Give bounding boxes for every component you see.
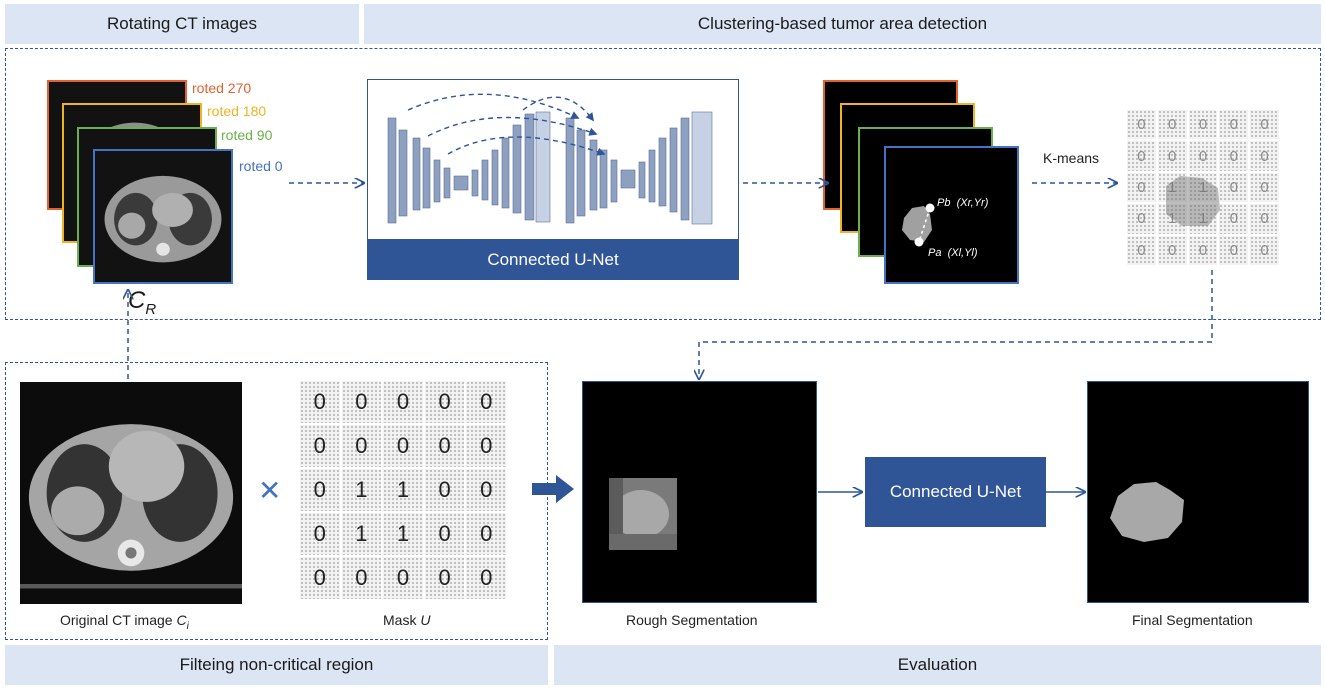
grid-cell: 0 [424,513,465,555]
grid-cell: 1 [341,469,382,511]
grid-cell: 0 [1219,141,1249,171]
unet-architecture-icon [387,93,713,225]
ct-rot-0 [93,149,233,284]
ct-scan-icon [95,151,231,282]
tumor-points-icon [902,203,935,247]
caption-rough: Rough Segmentation [626,612,758,628]
grid-cell: 0 [300,425,340,467]
cr-label: CR [128,287,157,318]
grid-cell: 0 [466,381,506,423]
grid-cell: 0 [1250,110,1279,140]
grid-cell: 0 [466,425,506,467]
mask-grid: 0 0 0 0 0 0 0 0 0 0 0 1 1 0 0 0 1 1 0 0 … [300,381,506,599]
grid-cell: 0 [1188,110,1218,140]
grid-cell: 0 [300,381,340,423]
grid-cell: 1 [383,469,423,511]
ct-scan-icon [20,382,242,604]
caption-final: Final Segmentation [1132,612,1253,628]
block-arrow-icon [532,475,574,503]
grid-cell: 0 [383,557,423,599]
ct-crop-icon [609,478,677,550]
grid-cell: 0 [1219,110,1249,140]
caption-original: Original CT image Ci [60,612,189,632]
section-filtering: Filteing non-critical region [5,645,548,685]
grid-cell: 0 [300,513,340,555]
grid-cell: 0 [466,469,506,511]
rough-segmentation-image [582,381,817,603]
grid-cell: 0 [1127,172,1156,203]
kmeans-label: K-means [1043,150,1100,166]
grid-cell: 0 [300,469,340,511]
grid-cell: 0 [1127,110,1156,140]
grid-cell: 0 [424,557,465,599]
grid-cell: 0 [1157,235,1187,265]
grid-cell: 0 [1157,141,1187,171]
multiply-icon: ✕ [258,475,282,506]
grid-cell: 0 [341,425,382,467]
grid-cell: 1 [383,513,423,555]
grid-cell: 0 [424,381,465,423]
grid-cell: 0 [1219,204,1249,234]
section-clustering: Clustering-based tumor area detection [364,4,1321,44]
grid-cell: 0 [1219,172,1249,203]
rotation-label-0: roted 0 [239,158,283,174]
grid-cell: 0 [383,425,423,467]
section-rotating: Rotating CT images [5,4,359,44]
grid-cell: 1 [1157,204,1187,234]
original-ct-image [20,382,242,604]
rotation-label-90: roted 90 [221,127,273,143]
grid-cell: 0 [1127,235,1156,265]
grid-cell: 0 [1219,235,1249,265]
tumor-overlay-icon [1166,176,1220,226]
rotation-label-270: roted 270 [192,80,252,96]
grid-cell: 0 [383,381,423,423]
grid-cell: 0 [466,513,506,555]
grid-cell: 0 [1250,141,1279,171]
top-region [5,48,1321,320]
kmeans-grid: 0 0 0 0 0 0 0 0 0 0 0 1 1 0 0 0 1 1 0 0 … [1127,110,1279,265]
grid-cell: 0 [341,381,382,423]
final-segmentation-image [1087,381,1309,603]
tumor-shape-icon [1110,482,1184,542]
grid-cell: 0 [341,557,382,599]
grid-cell: 0 [1250,172,1279,203]
grid-cell: 1 [1188,204,1218,234]
unet-diagram [367,79,739,240]
grid-cell: 0 [1157,110,1187,140]
unet-label: Connected U-Net [367,240,739,280]
grid-cell: 0 [1127,204,1156,234]
grid-cell: 0 [300,557,340,599]
grid-cell: 1 [341,513,382,555]
grid-cell: 0 [466,557,506,599]
section-evaluation: Evaluation [554,645,1321,685]
grid-cell: 1 [1157,172,1187,203]
caption-mask: Mask U [383,612,431,628]
grid-cell: 0 [424,469,465,511]
filter-region [5,362,548,640]
point-pa: Pa (Xl,Yl) [928,247,978,259]
grid-cell: 0 [424,425,465,467]
pred-rot-0 [884,146,1019,284]
grid-cell: 1 [1188,172,1218,203]
point-pb: Pb (Xr,Yr) [937,197,989,209]
grid-cell: 0 [1127,141,1156,171]
grid-cell: 0 [1188,141,1218,171]
rotation-label-180: roted 180 [207,103,267,119]
grid-cell: 0 [1188,235,1218,265]
grid-cell: 0 [1250,235,1279,265]
grid-cell: 0 [1250,204,1279,234]
unet-eval-box: Connected U-Net [865,457,1046,527]
